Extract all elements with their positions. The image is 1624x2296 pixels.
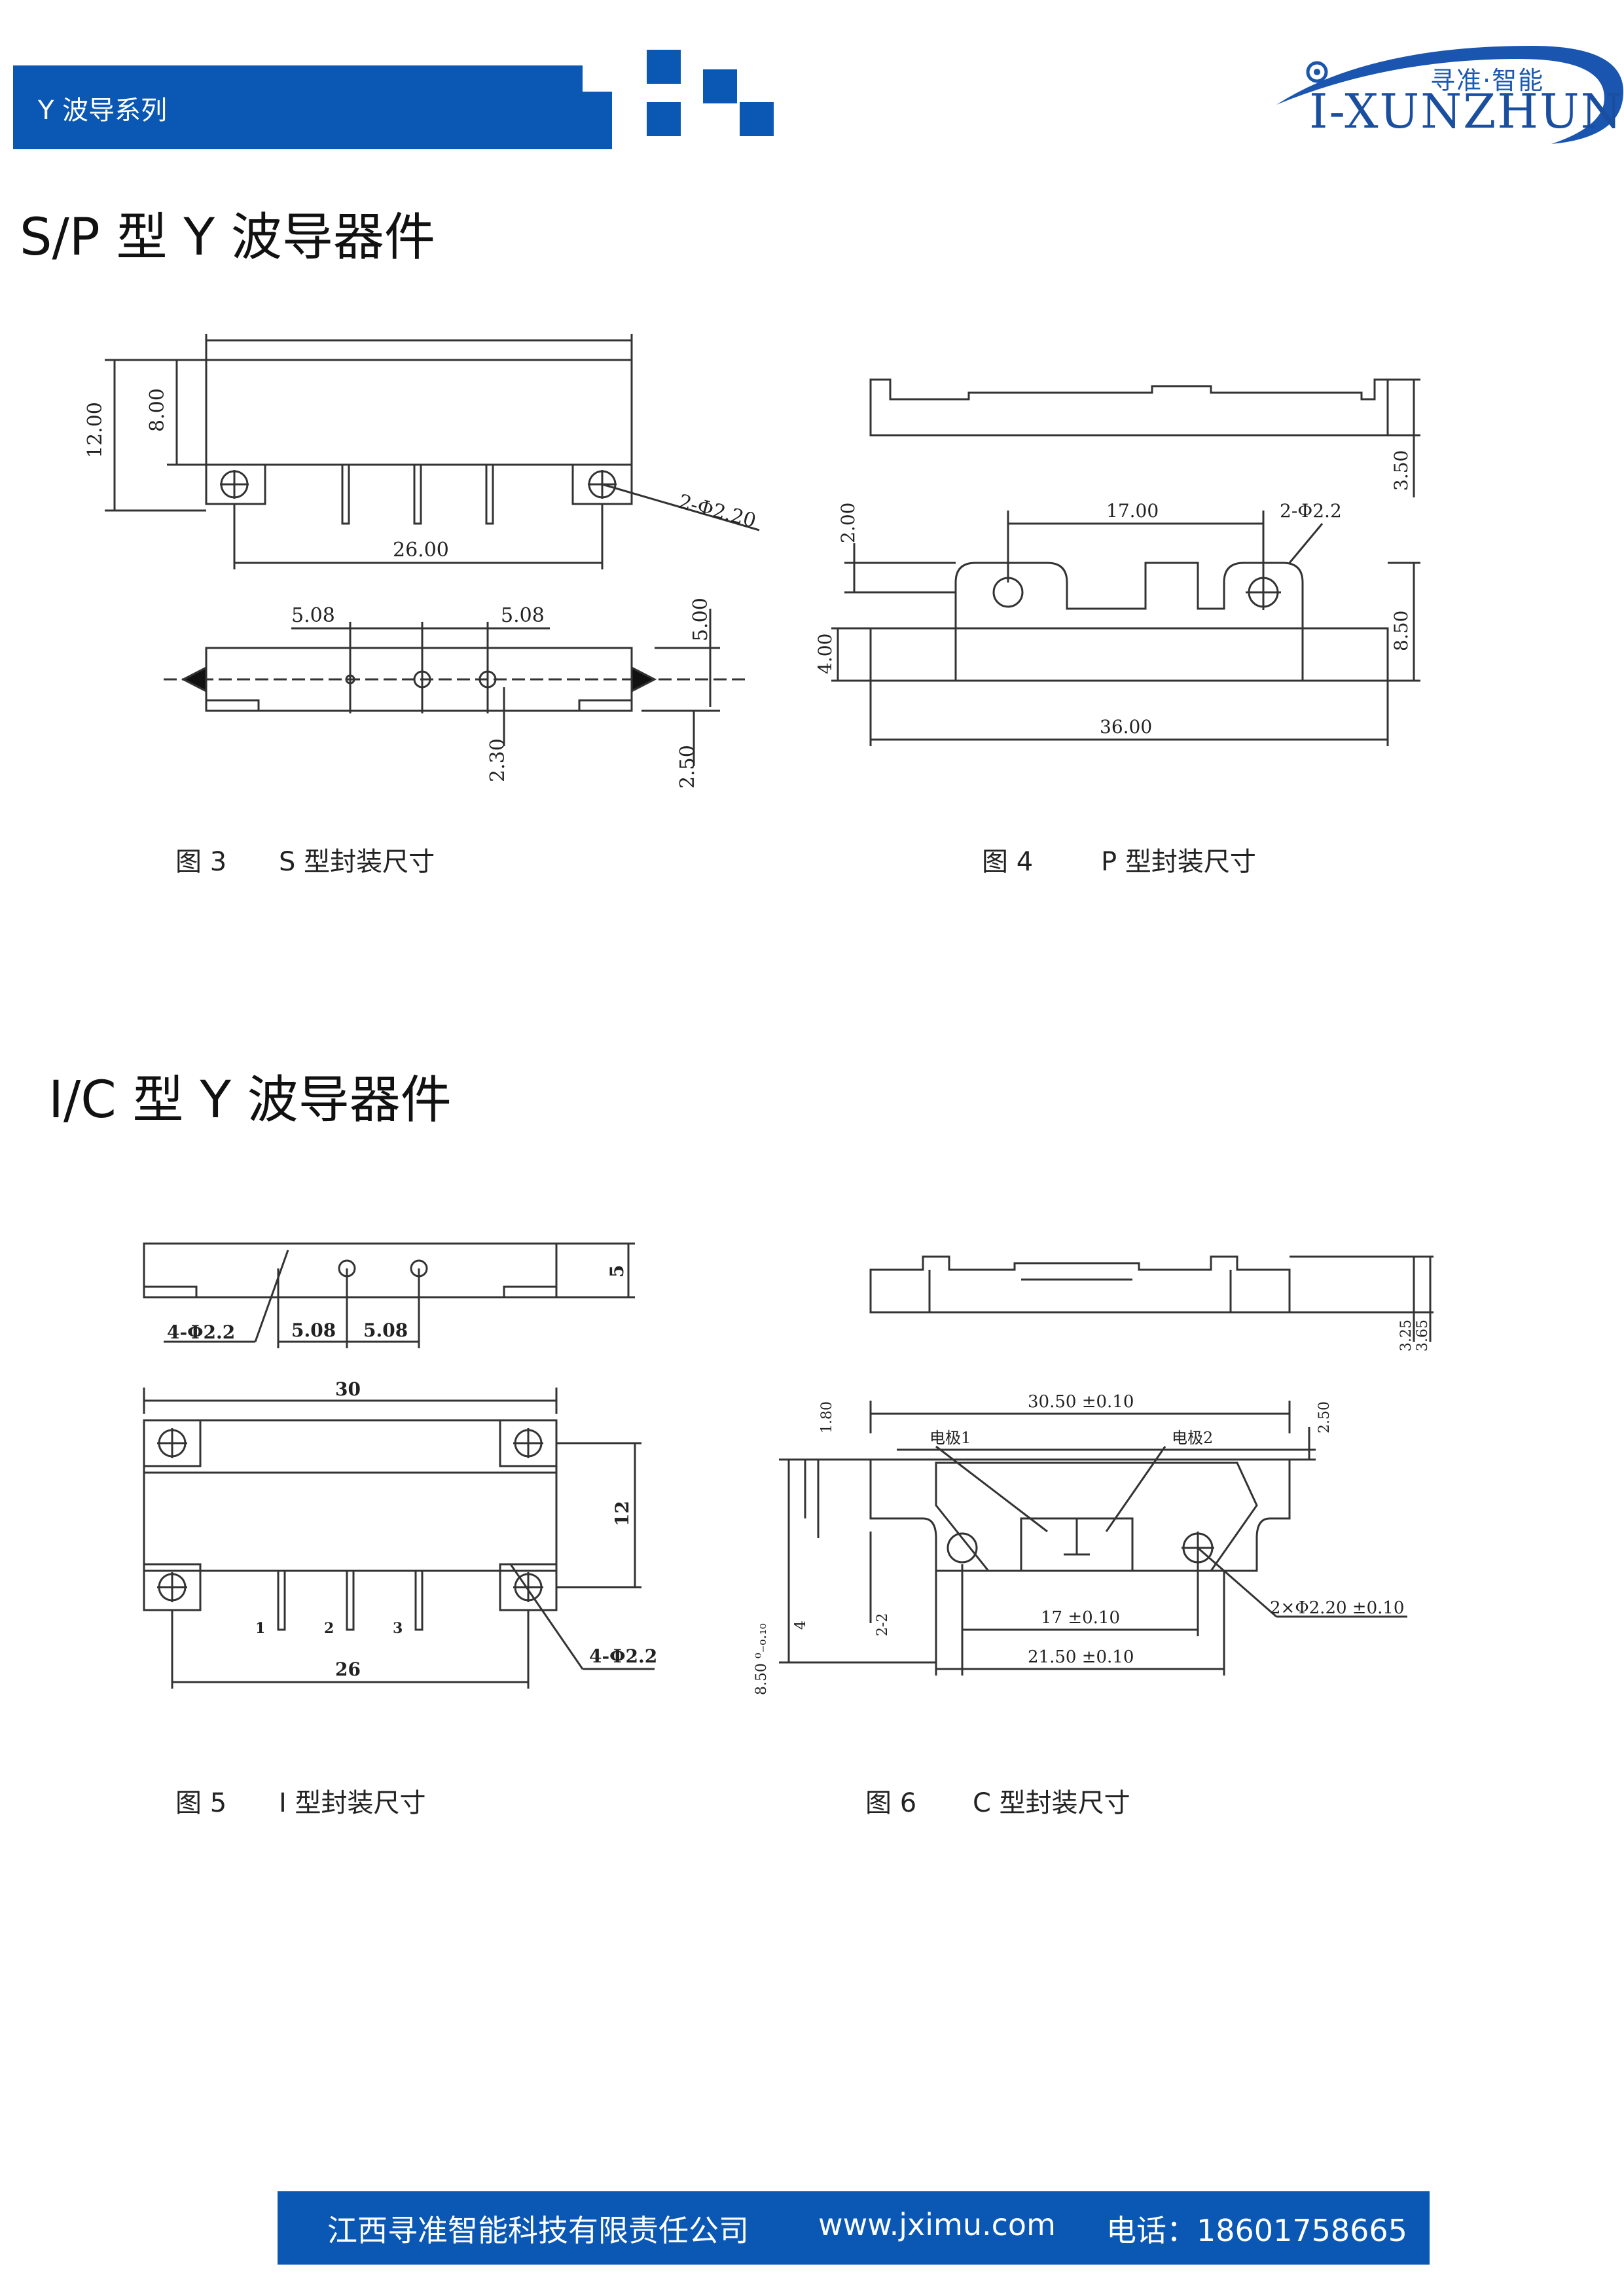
dim-length: 30.50 ±0.10 — [1028, 1392, 1134, 1412]
section-title-sp: S/P 型 Y 波导器件 — [20, 208, 435, 267]
figure-4-number: 图 4 — [982, 847, 1034, 877]
decor-square — [703, 69, 737, 103]
decor-square — [740, 102, 774, 136]
figure-4-drawing: 3.50 2.00 17.00 2-Φ2.2 8.50 4.00 36.00 — [805, 367, 1492, 759]
dim-holes: 2-Φ2.20 — [676, 490, 759, 533]
dim-top-height: 3.50 — [1390, 450, 1412, 491]
dim-h2: 3.65 — [1415, 1319, 1431, 1352]
figure-5-caption: I 型封装尺寸 — [279, 1788, 426, 1818]
dim-h-body: 8.00 — [146, 388, 169, 432]
dim-lower: 4.00 — [814, 634, 836, 674]
dim-hole-pitch: 17.00 — [1106, 500, 1159, 522]
dim-offset: 2.00 — [837, 503, 859, 543]
figure-6-number: 图 6 — [865, 1788, 917, 1818]
figure-3-caption: S 型封装尺寸 — [279, 847, 435, 877]
footer-bar — [278, 2191, 1430, 2265]
dim-h1: 3.25 — [1398, 1319, 1415, 1352]
dim-holes: 2-Φ2.2 — [1280, 500, 1342, 522]
figure-4-caption: P 型封装尺寸 — [1101, 847, 1256, 877]
section-title-ic: I/C 型 Y 波导器件 — [48, 1071, 452, 1130]
figure-3-drawing: 12.00 8.00 2-Φ2.20 26.00 5.08 5.08 5.00 … — [65, 321, 785, 792]
pin-label-1: 1 — [255, 1620, 265, 1637]
figure-6-caption: C 型封装尺寸 — [973, 1788, 1130, 1818]
dim-height-top: 5 — [606, 1265, 628, 1278]
dim-right-height: 5.00 — [689, 598, 712, 641]
dim-base-offset: 2.50 — [676, 745, 699, 789]
dim-width: 26.00 — [393, 539, 449, 562]
dim-pitch1: 5.08 — [291, 1319, 336, 1341]
dim-pitch: 17 ±0.10 — [1041, 1608, 1120, 1628]
dim-h-total: 12.00 — [84, 402, 107, 458]
dim-pitch2: 5.08 — [363, 1319, 408, 1341]
dim-4: 4 — [793, 1621, 809, 1630]
footer-website[interactable]: www.jximu.com — [818, 2207, 1056, 2242]
company-logo — [1270, 39, 1623, 151]
dim-2-50: 2.50 — [1316, 1401, 1333, 1433]
dim-holes-top: 4-Φ2.2 — [167, 1321, 235, 1343]
dim-height: 8.50 — [1390, 611, 1412, 651]
figure-3-number: 图 3 — [175, 847, 227, 877]
pin-label-2: 2 — [324, 1620, 334, 1637]
dim-1-80: 1.80 — [819, 1401, 835, 1433]
dim-inner: 21.50 ±0.10 — [1028, 1647, 1134, 1667]
label-electrode2: 电极2 — [1172, 1429, 1213, 1447]
logo-subtitle: 寻准·智能 — [1430, 66, 1545, 95]
figure-5-drawing: 4-Φ2.2 5.08 5.08 5 30 12 1 2 3 26 4-Φ2.2 — [124, 1224, 700, 1695]
header-banner-step — [524, 92, 612, 149]
dim-pin-offset: 2.30 — [486, 738, 509, 782]
dim-pitch-right: 5.08 — [501, 604, 545, 627]
pin-label-3: 3 — [393, 1620, 403, 1637]
dim-pitch-left: 5.08 — [291, 604, 335, 627]
footer-company: 江西寻准智能科技有限责任公司 — [327, 2213, 749, 2248]
figure-6-drawing: 3.25 3.65 30.50 ±0.10 1.80 2.50 电极1 电极2 … — [740, 1244, 1460, 1715]
label-electrode1: 电极1 — [929, 1429, 971, 1447]
figure-5-number: 图 5 — [175, 1788, 227, 1818]
dim-length: 30 — [335, 1378, 361, 1400]
dim-holes-bottom: 4-Φ2.2 — [589, 1645, 657, 1667]
dim-2-2: 2-2 — [875, 1613, 891, 1636]
header-banner — [13, 65, 583, 149]
decor-square — [647, 50, 681, 84]
series-label: Y 波导系列 — [38, 96, 168, 126]
dim-length: 36.00 — [1100, 716, 1152, 738]
logo-swoosh-icon — [1276, 46, 1623, 144]
dim-base: 26 — [335, 1659, 361, 1680]
logo-wordmark: I-XUNZHUN — [1309, 84, 1623, 139]
decor-square — [647, 102, 681, 136]
footer-phone: 电话：18601758665 — [1106, 2213, 1407, 2248]
dim-height: 8.50 ⁰₋₀.₁₀ — [753, 1623, 770, 1695]
dim-height: 12 — [611, 1501, 633, 1526]
dim-holes: 2×Φ2.20 ±0.10 — [1270, 1598, 1404, 1618]
